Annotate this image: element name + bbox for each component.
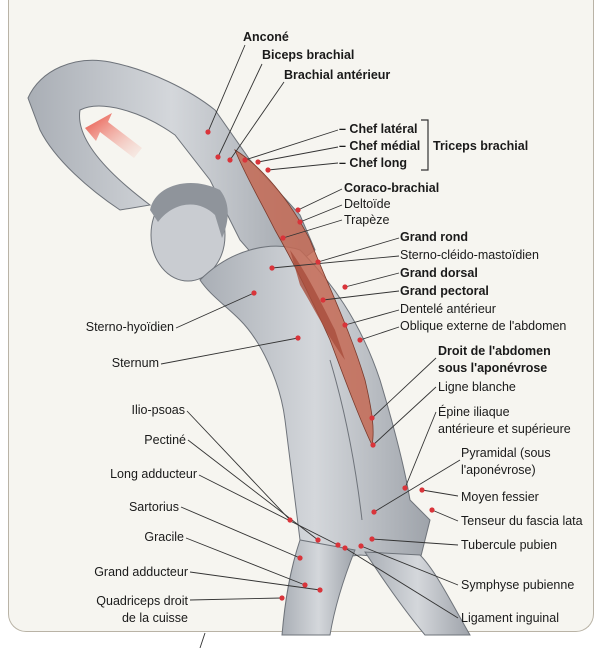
label-ligament-inguinal: Ligament inguinal <box>461 611 559 626</box>
label-epine-iliaque-2: antérieure et supérieure <box>438 422 571 437</box>
triceps-bracket <box>421 120 428 170</box>
label-tenseur-fascia-lata: Tenseur du fascia lata <box>461 514 583 529</box>
label-sartorius: Sartorius <box>129 500 179 515</box>
label-droit-abdomen: Droit de l'abdomen <box>438 344 551 359</box>
label-oblique-externe: Oblique externe de l'abdomen <box>400 319 566 334</box>
label-ancone: Anconé <box>243 30 289 45</box>
label-pyramidal-2: l'aponévrose) <box>461 463 536 478</box>
label-deltoide: Deltoïde <box>344 197 391 212</box>
label-symphyse-pubienne: Symphyse pubienne <box>461 578 574 593</box>
label-triceps-brachial: Triceps brachial <box>433 139 528 154</box>
label-coraco-brachial: Coraco-brachial <box>344 181 439 196</box>
right-leg <box>365 552 470 635</box>
label-ilio-psoas: Ilio-psoas <box>132 403 186 418</box>
label-gracile: Gracile <box>144 530 184 545</box>
label-chef-medial: – Chef médial <box>339 139 420 154</box>
label-grand-rond: Grand rond <box>400 230 468 245</box>
label-sternum: Sternum <box>112 356 159 371</box>
label-trapeze: Trapèze <box>344 213 389 228</box>
label-grand-dorsal: Grand dorsal <box>400 266 478 281</box>
label-sterno-hyoidien: Sterno-hyoïdien <box>86 320 174 335</box>
label-quadriceps: Quadriceps droit <box>96 594 188 609</box>
label-droit-abdomen-2: sous l'aponévrose <box>438 361 547 376</box>
label-chef-lateral: – Chef latéral <box>339 122 418 137</box>
label-biceps-brachial: Biceps brachial <box>262 48 354 63</box>
label-chef-long: – Chef long <box>339 156 407 171</box>
left-leg <box>282 540 355 635</box>
label-sterno-cleido-mastoidien: Sterno-cléido-mastoïdien <box>400 248 539 263</box>
label-tubercule-pubien: Tubercule pubien <box>461 538 557 553</box>
label-moyen-fessier: Moyen fessier <box>461 490 539 505</box>
label-grand-adducteur: Grand adducteur <box>94 565 188 580</box>
label-long-adducteur: Long adducteur <box>110 467 197 482</box>
label-quadriceps-2: de la cuisse <box>122 611 188 626</box>
label-pyramidal: Pyramidal (sous <box>461 446 551 461</box>
label-dentele-anterieur: Dentelé antérieur <box>400 302 496 317</box>
label-ligne-blanche: Ligne blanche <box>438 380 516 395</box>
label-brachial-anterieur: Brachial antérieur <box>284 68 390 83</box>
label-grand-pectoral: Grand pectoral <box>400 284 489 299</box>
label-pectine: Pectiné <box>144 433 186 448</box>
label-epine-iliaque: Épine iliaque <box>438 405 510 420</box>
